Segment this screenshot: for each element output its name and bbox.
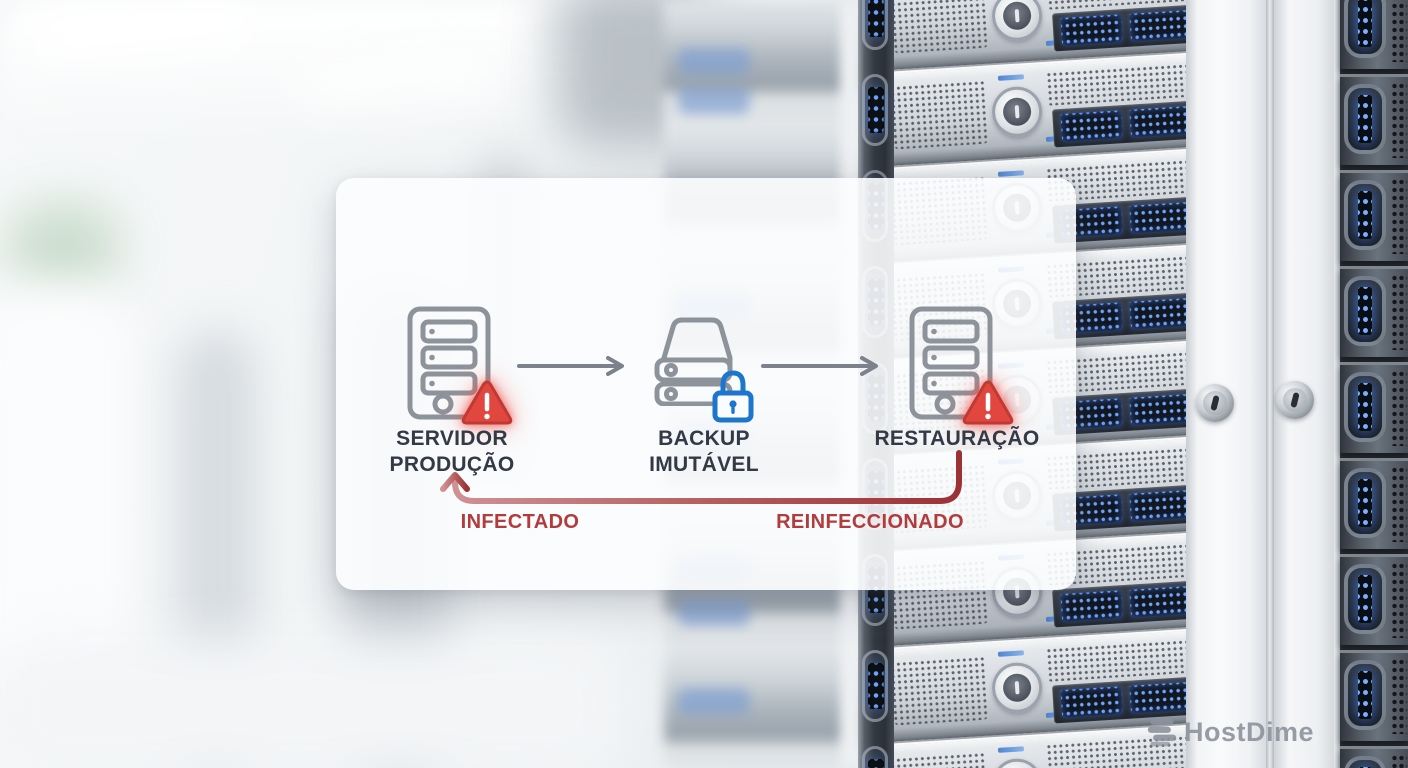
server-icon [909, 306, 993, 420]
rail-bracket [862, 0, 888, 50]
rack-unit [1340, 0, 1408, 69]
flow-label-reinfeccionado: REINFECCIONADO [776, 511, 964, 533]
flow-arrow-icon [517, 356, 624, 376]
green-exit-glow [6, 202, 121, 290]
node-label-backup-imutavel: BACKUP IMUTÁVEL [649, 427, 759, 476]
door-panel [1186, 0, 1266, 768]
lock-icon [712, 370, 754, 423]
door-seam [1266, 0, 1274, 768]
rack-unit [883, 628, 1190, 742]
diagram-card: SERVIDOR PRODUÇÃO BACKUP IMUTÁVEL RESTAU… [336, 178, 1076, 590]
floor-glow [0, 636, 620, 768]
keyhole-lock-icon [1276, 381, 1314, 419]
rack-unit [1340, 458, 1408, 549]
server-icon [407, 306, 491, 420]
bright-doorway-blur [0, 290, 130, 690]
rack-unit [1340, 170, 1408, 261]
warning-icon [962, 380, 1014, 425]
rack-unit [883, 52, 1190, 166]
storage-backup-icon [654, 317, 733, 406]
warning-icon [461, 380, 513, 425]
rack-unit [1340, 266, 1408, 357]
flow-label-infectado: INFECTADO [460, 511, 580, 533]
logo-text: HostDime [1184, 716, 1315, 747]
rack-led-strip [868, 87, 884, 133]
rail-bracket [862, 74, 888, 146]
rail-bracket [862, 746, 888, 768]
hostdime-logo: HostDime [1146, 716, 1314, 748]
rack-led-strip [868, 759, 884, 768]
rack-unit [1340, 650, 1408, 741]
flow-arrow-icon [761, 356, 878, 376]
rack-unit [1340, 74, 1408, 165]
node-label-servidor-producao: SERVIDOR PRODUÇÃO [389, 427, 515, 476]
reinfection-return-arrow [440, 450, 962, 504]
server-rack-right [1334, 0, 1408, 768]
rack-unit [1340, 554, 1408, 645]
rail-bracket [862, 650, 888, 722]
rack-led-strip [868, 663, 884, 709]
cabinet-doors [1186, 0, 1336, 768]
stacked-servers-icon [1147, 718, 1177, 747]
node-label-restauracao: RESTAURAÇÃO [874, 427, 1040, 450]
rack-unit [1340, 362, 1408, 453]
rack-led-strip [868, 0, 884, 37]
rack-edge-highlight [1334, 0, 1340, 768]
keyhole-lock-icon [1196, 384, 1234, 422]
rack-unit [1340, 746, 1408, 768]
